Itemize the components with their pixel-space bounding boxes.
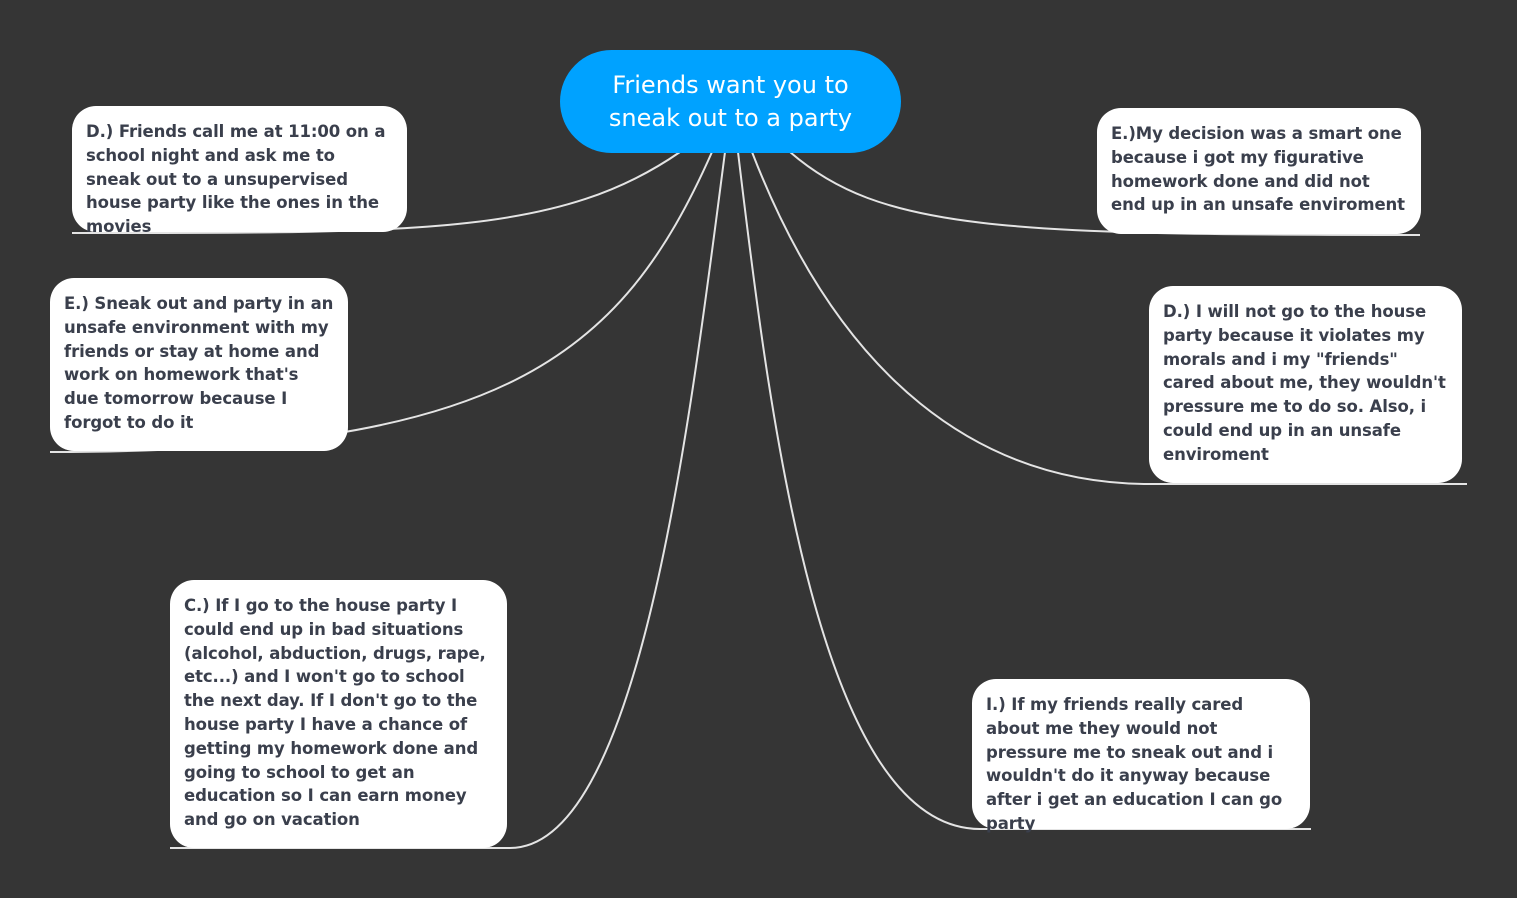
connector-to-topic-c-house-party bbox=[170, 151, 726, 849]
connector-to-topic-e-decision bbox=[789, 151, 1421, 236]
central-topic-label: Friends want you to sneak out to a party bbox=[608, 70, 853, 132]
connector-to-topic-i-friends-cared bbox=[737, 151, 1311, 830]
connector-to-topic-d-will-not-go bbox=[751, 151, 1467, 485]
topic-e-decision-evaluation[interactable]: E.)My decision was a smart one because i… bbox=[1097, 108, 1421, 234]
topic-i-friends-cared[interactable]: I.) If my friends really cared about me … bbox=[972, 679, 1310, 833]
connector-to-topic-d-friends-call bbox=[71, 151, 681, 235]
central-topic[interactable]: Friends want you to sneak out to a party bbox=[560, 50, 901, 153]
topic-c-consequences[interactable]: C.) If I go to the house party I could e… bbox=[170, 580, 507, 848]
topic-d-friends-call[interactable]: D.) Friends call me at 11:00 on a school… bbox=[72, 106, 407, 236]
topic-e-sneak-out-or-homework[interactable]: E.) Sneak out and party in an unsafe env… bbox=[50, 278, 348, 451]
topic-d-decision[interactable]: D.) I will not go to the house party bec… bbox=[1149, 286, 1462, 483]
